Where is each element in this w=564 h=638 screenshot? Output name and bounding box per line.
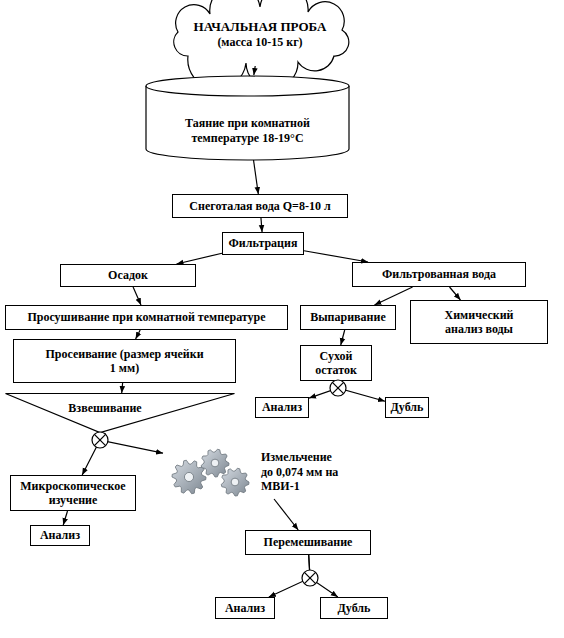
node-label: Осадок (108, 268, 148, 282)
funnel-outline (6, 394, 235, 433)
gear-hub (211, 459, 219, 467)
weighing-funnel: Взвешивание (5, 393, 235, 433)
flow-arrow (304, 251, 368, 262)
cylinder-body (146, 86, 349, 160)
gear-illustration (163, 445, 255, 499)
process-box: Просушивание при комнатной температуре (5, 305, 288, 330)
node-label: Выпаривание (310, 310, 386, 324)
gear (201, 449, 229, 477)
node-label: Просушивание при комнатной температуре (27, 310, 265, 324)
process-box: Анализ (30, 525, 90, 546)
flow-arrow (121, 383, 123, 393)
flow-arrow (133, 287, 141, 305)
process-box: Сухой остаток (300, 345, 372, 381)
node-label: Анализ (262, 400, 302, 414)
node-label: Снеготалая вода Q=8-10 л (189, 199, 330, 213)
node-label: Перемешивание (264, 535, 353, 549)
process-box: Просеивание (размер ячейки 1 мм) (13, 339, 236, 383)
flow-arrow (450, 287, 461, 300)
crossed-circle (330, 380, 346, 396)
crossed-circle (92, 432, 108, 448)
flow-arrow (374, 287, 412, 305)
flow-arrow (136, 330, 141, 339)
process-cylinder: Таяние при комнатной температуре 18-19°С (145, 75, 350, 160)
grinding-step: Измельчение до 0,074 мм на МВИ-1 (163, 445, 343, 499)
cloud-outline (174, 0, 349, 89)
node-label: Сухой остаток (305, 349, 367, 378)
node-label: Таяние при комнатной температуре 18-19°С (170, 116, 325, 145)
node-label: НАЧАЛЬНАЯ ПРОБА (194, 19, 327, 35)
flow-arrow (254, 66, 255, 75)
process-box: Анализ (255, 397, 309, 418)
flow-arrow (261, 218, 262, 232)
node-label: Фильтрация (229, 236, 298, 250)
node-label: Просеивание (размер ячейки 1 мм) (44, 347, 205, 376)
flow-arrow (177, 253, 222, 264)
crossed-circle (302, 570, 318, 586)
node-label: Измельчение до 0,074 мм на МВИ-1 (255, 450, 343, 493)
flow-arrow (341, 330, 345, 345)
process-box: Микроскопическое изучение (10, 475, 136, 511)
cylinder-top (146, 76, 349, 96)
process-box: Осадок (60, 264, 196, 287)
process-box: Выпаривание (300, 305, 396, 330)
node-label: Анализ (40, 528, 80, 542)
flow-arrow (63, 511, 67, 525)
node-label: Микроскопическое изучение (15, 479, 131, 508)
node-label: Химический анализ воды (425, 308, 533, 337)
process-box: Дубль (385, 397, 429, 418)
flow-arrow (100, 433, 163, 453)
flow-arrow (274, 499, 298, 530)
gear-hub (184, 472, 193, 481)
node-label: Взвешивание (68, 401, 141, 415)
flow-arrow (82, 433, 105, 475)
flow-arrow (309, 555, 338, 597)
process-box: Фильтрованная вода (352, 262, 526, 287)
flow-arrow (309, 381, 338, 398)
gear (221, 468, 249, 496)
node-label: (масса 10-15 кг) (217, 35, 302, 49)
flow-arrow (254, 160, 259, 194)
process-box: Химический анализ воды (410, 300, 548, 344)
process-box: Перемешивание (245, 530, 371, 555)
node-label: Дубль (338, 601, 371, 615)
flow-arrow (269, 555, 310, 597)
node-label: Дубль (391, 400, 424, 414)
process-box: Дубль (320, 597, 388, 619)
process-box: Фильтрация (222, 232, 304, 255)
process-box: Снеготалая вода Q=8-10 л (172, 194, 348, 218)
node-label: Фильтрованная вода (382, 267, 496, 281)
flow-arrow (337, 381, 385, 401)
start-cloud: НАЧАЛЬНАЯ ПРОБА(масса 10-15 кг) (160, 2, 360, 66)
process-box: Анализ (215, 597, 275, 619)
gear-hub (231, 478, 239, 486)
node-label: Анализ (225, 601, 265, 615)
